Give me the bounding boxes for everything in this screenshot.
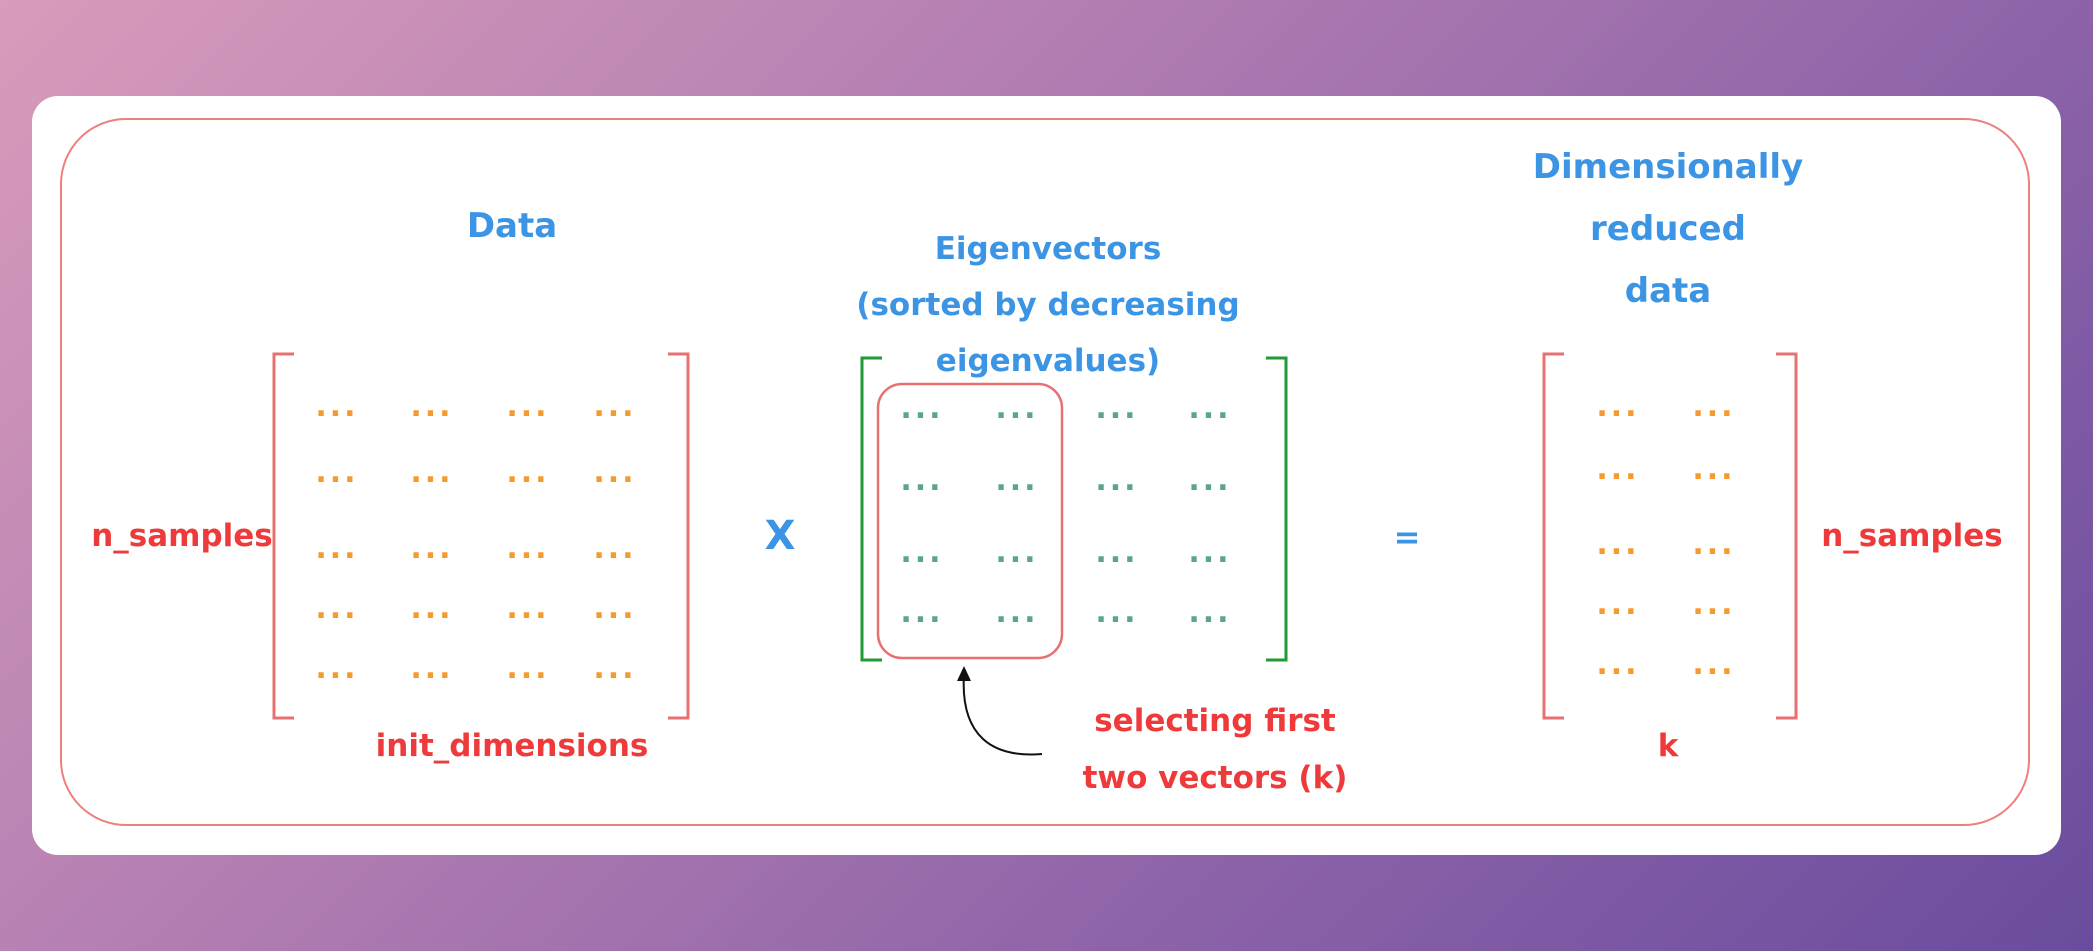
reduced-title-line: data: [1624, 271, 1712, 311]
data-matrix-right-bracket: [668, 352, 690, 720]
data-matrix-cell: ...: [315, 651, 358, 686]
reduced-matrix-left-bracket: [1542, 352, 1564, 720]
eigenvectors-title: Eigenvectors (sorted by decreasing eigen…: [848, 221, 1248, 389]
eigen-matrix-cell: ...: [900, 535, 943, 570]
eigenvectors-title-line: eigenvalues): [935, 343, 1161, 379]
eigen-matrix-cell: ...: [995, 391, 1038, 426]
data-matrix-cell: ...: [410, 455, 453, 490]
selection-note: selecting first two vectors (k): [1032, 693, 1398, 807]
data-matrix-cell: ...: [410, 531, 453, 566]
rows-label-left: n_samples: [91, 518, 273, 554]
eigen-matrix-cell: ...: [1188, 391, 1231, 426]
selected-vectors-highlight: [876, 382, 1064, 660]
selection-note-line: selecting first: [1094, 703, 1336, 739]
reduced-matrix-cell: ...: [1596, 452, 1639, 487]
eigen-matrix-cell: ...: [1188, 463, 1231, 498]
data-matrix-cell: ...: [593, 531, 636, 566]
reduced-matrix-cell: ...: [1692, 527, 1735, 562]
data-matrix-cell: ...: [593, 591, 636, 626]
rows-label-right: n_samples: [1821, 518, 2003, 554]
eigen-matrix-cell: ...: [1095, 391, 1138, 426]
data-matrix-cell: ...: [315, 389, 358, 424]
data-matrix-cell: ...: [506, 531, 549, 566]
data-matrix-cell: ...: [593, 389, 636, 424]
data-matrix-cell: ...: [506, 389, 549, 424]
data-title: Data: [466, 206, 558, 246]
reduced-matrix-cell: ...: [1692, 587, 1735, 622]
reduced-matrix-cell: ...: [1692, 452, 1735, 487]
eigen-matrix-cell: ...: [995, 595, 1038, 630]
reduced-data-title: Dimensionally reduced data: [1508, 136, 1828, 322]
data-matrix-cell: ...: [506, 591, 549, 626]
eigen-matrix-cell: ...: [900, 391, 943, 426]
eigen-matrix-cell: ...: [900, 595, 943, 630]
eigen-matrix-cell: ...: [995, 535, 1038, 570]
reduced-matrix-cell: ...: [1596, 647, 1639, 682]
multiply-symbol: X: [764, 513, 796, 559]
eigenvectors-title-line: Eigenvectors: [934, 231, 1162, 267]
data-matrix-cell: ...: [410, 651, 453, 686]
matrices-drawing: ........................................…: [272, 352, 1798, 756]
data-matrix-cell: ...: [410, 591, 453, 626]
reduced-matrix-cell: ...: [1692, 647, 1735, 682]
data-matrix-cell: ...: [593, 455, 636, 490]
selection-arrow: [962, 673, 1043, 756]
data-matrix-cell: ...: [506, 455, 549, 490]
cols-label-reduced: k: [1657, 728, 1679, 764]
reduced-matrix-right-bracket: [1776, 352, 1798, 720]
eigen-matrix-cell: ...: [1095, 463, 1138, 498]
cols-label-data: init_dimensions: [375, 728, 649, 764]
eigen-matrix-cell: ...: [900, 463, 943, 498]
reduced-matrix-cell: ...: [1596, 527, 1639, 562]
eigen-matrix-cell: ...: [1188, 535, 1231, 570]
selection-arrow-head: [957, 666, 971, 681]
data-matrix-cell: ...: [506, 651, 549, 686]
reduced-matrix-cell: ...: [1596, 587, 1639, 622]
eigen-matrix-left-bracket: [860, 356, 882, 662]
eigen-matrix-cell: ...: [1095, 535, 1138, 570]
reduced-matrix-cell: ...: [1692, 389, 1735, 424]
data-matrix-cell: ...: [315, 591, 358, 626]
diagram-frame: [60, 118, 2030, 826]
reduced-title-line: Dimensionally: [1532, 147, 1804, 187]
eigen-matrix-cell: ...: [995, 463, 1038, 498]
reduced-title-line: reduced: [1590, 209, 1746, 249]
eigen-matrix-right-bracket: [1266, 356, 1288, 662]
data-matrix-cell: ...: [410, 389, 453, 424]
selection-note-line: two vectors (k): [1082, 760, 1348, 796]
equals-symbol: =: [1393, 518, 1421, 556]
data-matrix-cell: ...: [593, 651, 636, 686]
reduced-matrix-cell: ...: [1596, 389, 1639, 424]
eigenvectors-title-line: (sorted by decreasing: [856, 287, 1240, 323]
data-matrix-left-bracket: [272, 352, 294, 720]
data-matrix-cell: ...: [315, 531, 358, 566]
eigen-matrix-cell: ...: [1188, 595, 1231, 630]
eigen-matrix-cell: ...: [1095, 595, 1138, 630]
diagram-card: Data Eigenvectors (sorted by decreasing …: [32, 96, 2061, 855]
data-matrix-cell: ...: [315, 455, 358, 490]
